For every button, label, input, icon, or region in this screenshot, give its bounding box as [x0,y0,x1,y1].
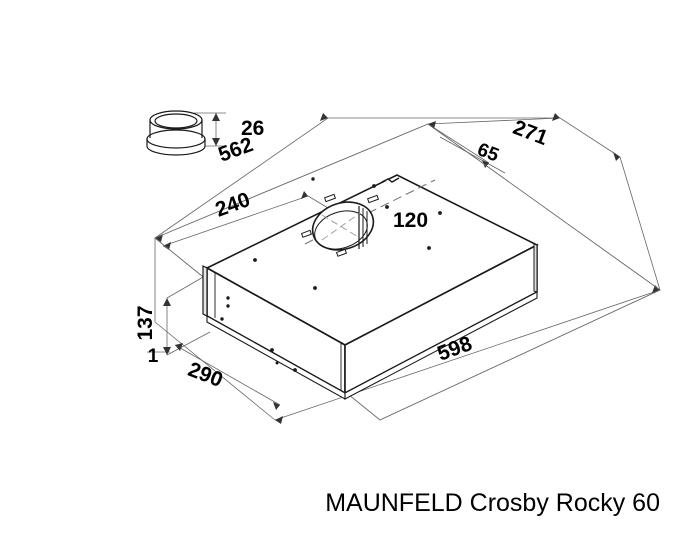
ext-line-240-a [162,195,309,247]
fastener-front-6 [275,361,279,365]
fastener-front-1 [226,296,230,300]
dimension-label-26: 26 [241,117,264,140]
hood-body [202,174,539,400]
hood-top-edge-notch [381,177,400,183]
collar-flange-ellipse [146,129,206,149]
fastener-front-4 [270,348,274,352]
fastener-top-2 [385,205,389,209]
ext-line-271-diag [559,117,621,158]
ext-line-598-front [274,289,661,421]
ext-line-137-bottom [166,331,211,356]
arrow-271-left [552,113,560,121]
arrow-240-right [301,191,308,199]
fastener-front-5 [293,368,297,372]
duct-cross-mark-b [321,212,361,241]
fastener-front-2 [226,304,230,308]
slot-left [300,229,313,238]
top-face-slots [300,193,380,257]
fastener-top-3 [438,211,442,215]
ext-line-137-top [166,275,206,299]
duct-outlet [311,201,375,251]
dimension-label-120: 120 [393,209,428,232]
ext-line-290-dim [174,344,281,406]
ext-line-562-top [154,117,329,239]
fastener-points [220,177,442,372]
hood-left-return-strip [202,265,208,317]
dimension-lines [147,112,661,421]
ext-line-271-top [427,117,561,125]
ext-line-right-down [619,156,661,291]
arrow-271-right [613,152,620,161]
fastener-top-6 [313,286,317,290]
hood-right-bottom-lip [344,291,538,400]
arrow-562-left [155,234,163,242]
slot-upper-right [366,194,380,204]
fastener-top-5 [253,258,257,262]
collar-top-inner-ellipse [154,113,198,129]
arrow-137-bottom [163,347,171,355]
arrow-26-bottom [212,138,220,146]
slot-bottom [335,248,348,257]
product-title: MAUNFELD Crosby Rocky 60 [325,489,660,517]
collar-base-flange [146,138,206,156]
arrow-65-right [482,160,489,168]
fastener-top-1 [372,184,376,188]
ext-line-65-lower [439,136,506,174]
arrow-598-right [652,285,660,293]
slot-upper-left [323,193,337,203]
arrow-137-top [163,298,171,306]
ext-line-65-diag [427,123,490,164]
duct-collar-detail [146,110,206,156]
fastener-top-4 [427,246,431,250]
fastener-front-3 [220,317,224,321]
ext-line-bottom-left [154,321,276,421]
hood-right-corner-strip [533,243,538,293]
dimension-label-1: 1 [148,346,159,367]
arrow-65-left [428,121,436,129]
arrow-290-right [273,402,280,410]
arrow-240-left [163,242,171,250]
arrow-598-left [275,416,283,424]
dimension-label-137: 137 [134,305,157,340]
fastener-top-7 [311,177,315,181]
arrow-26-top [212,113,220,121]
arrow-290-left [175,343,183,351]
arrow-562-right [320,113,328,121]
